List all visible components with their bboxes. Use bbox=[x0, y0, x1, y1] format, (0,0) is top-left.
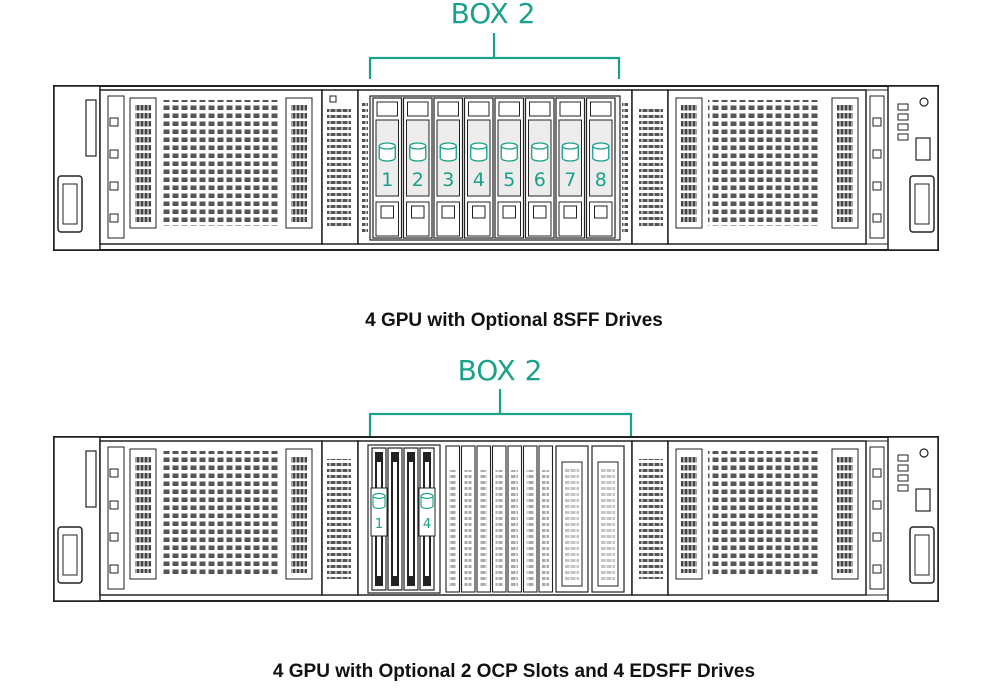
drive-bay-number: 1 bbox=[381, 169, 393, 191]
blank-filler-slot bbox=[507, 445, 523, 593]
drive-bay-5[interactable]: 5 bbox=[494, 97, 525, 239]
drive-icon bbox=[470, 142, 488, 162]
drive-icon bbox=[531, 142, 549, 162]
power-button-icon[interactable] bbox=[919, 448, 929, 458]
drive-bay-number: 5 bbox=[503, 169, 515, 191]
left-grille bbox=[321, 440, 359, 596]
usb-port-icon[interactable] bbox=[915, 137, 931, 161]
drive-bay-number: 3 bbox=[442, 169, 454, 191]
usb-port-icon[interactable] bbox=[915, 488, 931, 512]
drive-bay-4[interactable]: 4 bbox=[463, 97, 494, 239]
edsff-bay-2[interactable] bbox=[387, 447, 403, 591]
box2-label-top: BOX 2 bbox=[451, 0, 536, 30]
drive-icon bbox=[561, 142, 579, 162]
drive-bay-2[interactable]: 2 bbox=[402, 97, 433, 239]
drive-icon bbox=[439, 142, 457, 162]
right-grille bbox=[631, 440, 669, 596]
ocp-slot-1[interactable] bbox=[555, 445, 589, 593]
edsff-drive-number: 4 bbox=[423, 517, 431, 532]
right-rack-ear bbox=[887, 85, 939, 251]
blank-filler-slot bbox=[538, 445, 554, 593]
drive-bay-3[interactable]: 3 bbox=[433, 97, 464, 239]
blank-filler-slot bbox=[522, 445, 538, 593]
drive-bay-7[interactable]: 7 bbox=[555, 97, 586, 239]
drive-icon bbox=[592, 142, 610, 162]
box2-label-bottom: BOX 2 bbox=[458, 354, 543, 387]
drive-icon bbox=[500, 142, 518, 162]
drive-icon bbox=[372, 493, 386, 509]
left-vent-panel bbox=[99, 440, 323, 596]
drive-bay-number: 7 bbox=[564, 169, 576, 191]
caption-bottom: 4 GPU with Optional 2 OCP Slots and 4 ED… bbox=[273, 661, 755, 682]
drive-bay-number: 8 bbox=[595, 169, 607, 191]
left-rack-ear bbox=[53, 436, 101, 602]
ocp-slot-2[interactable] bbox=[591, 445, 625, 593]
blank-filler-slot bbox=[491, 445, 507, 593]
left-rack-ear bbox=[53, 85, 101, 251]
right-grille bbox=[631, 89, 669, 245]
drive-bay-1[interactable]: 1 bbox=[372, 97, 403, 239]
edsff-drive-number: 1 bbox=[375, 517, 383, 532]
drive-icon bbox=[378, 142, 396, 162]
box2-callout-bottom: BOX 2 bbox=[368, 354, 633, 438]
right-vent-panel bbox=[667, 440, 885, 596]
blank-filler-slot bbox=[460, 445, 476, 593]
left-vent-panel bbox=[99, 89, 323, 245]
drive-bay-6[interactable]: 6 bbox=[524, 97, 555, 239]
blank-filler-slot bbox=[476, 445, 492, 593]
drive-icon bbox=[409, 142, 427, 162]
drive-bay-number: 4 bbox=[473, 169, 485, 191]
caption-top: 4 GPU with Optional 8SFF Drives bbox=[365, 310, 663, 331]
box2-callout-top: BOX 2 bbox=[368, 0, 621, 79]
drive-bay-8[interactable]: 8 bbox=[585, 97, 616, 239]
left-grille bbox=[321, 89, 359, 245]
drive-bay-number: 6 bbox=[534, 169, 546, 191]
drive-icon bbox=[420, 493, 434, 509]
edsff-drive-4: 4 bbox=[418, 487, 436, 537]
blank-filler-slot bbox=[445, 445, 461, 593]
edsff-bay-3[interactable] bbox=[403, 447, 419, 591]
edsff-drive-1: 1 bbox=[370, 487, 388, 537]
power-button-icon[interactable] bbox=[919, 97, 929, 107]
right-rack-ear bbox=[887, 436, 939, 602]
right-vent-panel bbox=[667, 89, 885, 245]
drive-bay-number: 2 bbox=[412, 169, 424, 191]
